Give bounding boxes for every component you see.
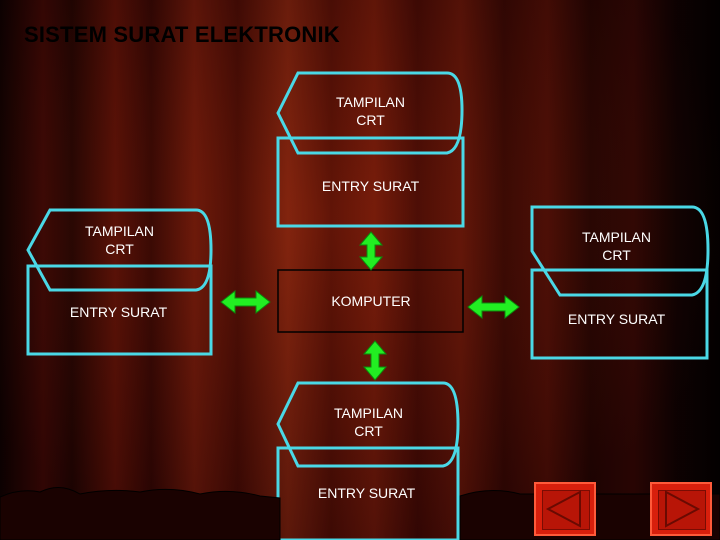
next-slide-button[interactable] — [650, 482, 712, 536]
previous-slide-button[interactable] — [534, 482, 596, 536]
display-shape-left — [26, 208, 213, 292]
arrow-top-center — [358, 231, 384, 271]
triangle-right-icon — [665, 490, 701, 528]
entry-box-top — [276, 136, 465, 228]
display-shape-top — [276, 71, 464, 155]
left-display-label: TAMPILAN CRT — [85, 223, 154, 257]
entry-box-left — [26, 264, 213, 356]
arrow-center-right — [467, 294, 520, 320]
right-entry-label: ENTRY SURAT — [567, 311, 666, 327]
node-bottom — [276, 381, 460, 540]
node-top — [276, 71, 465, 228]
right-display-label: TAMPILAN CRT — [582, 229, 651, 263]
top-display-label: TAMPILAN CRT — [336, 94, 405, 128]
triangle-left-icon — [545, 490, 581, 528]
bottom-display-label: TAMPILAN CRT — [334, 405, 403, 439]
node-left — [26, 208, 213, 356]
display-shape-right — [530, 205, 710, 297]
entry-box-bottom — [276, 446, 460, 540]
bottom-entry-label: ENTRY SURAT — [317, 485, 416, 501]
arrow-left-center — [220, 289, 271, 315]
entry-box-right — [530, 268, 709, 360]
arrow-center-bottom — [362, 340, 388, 381]
curtain-hem — [0, 487, 281, 540]
top-entry-label: ENTRY SURAT — [321, 178, 420, 194]
display-shape-bottom — [276, 381, 460, 468]
computer-label: KOMPUTER — [331, 293, 411, 309]
slide-title: SISTEM SURAT ELEKTRONIK — [24, 22, 340, 47]
left-entry-label: ENTRY SURAT — [69, 304, 168, 320]
node-right — [530, 205, 710, 360]
